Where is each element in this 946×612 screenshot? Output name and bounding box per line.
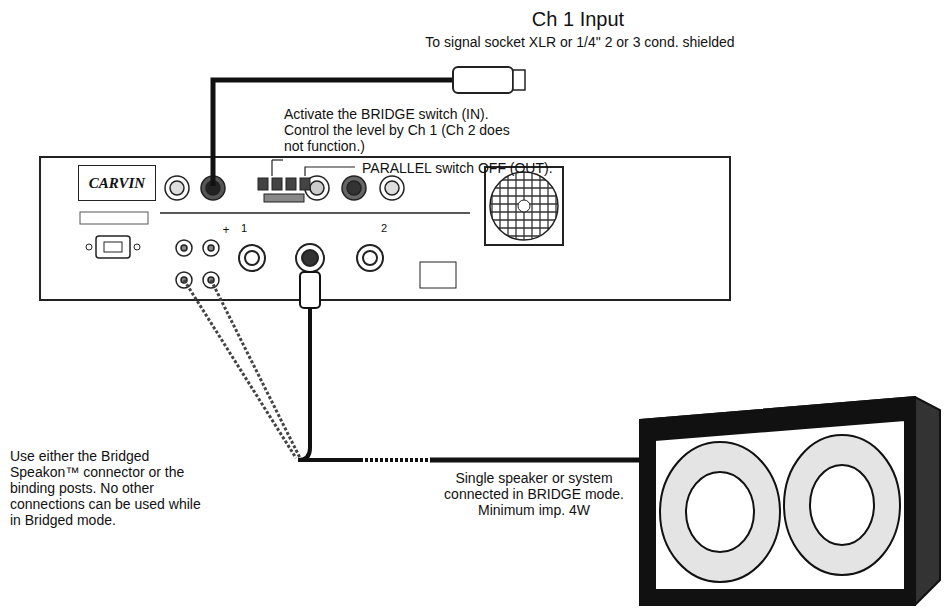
bridge-note: Activate the BRIDGE switch (IN). Control… (284, 106, 524, 154)
brand-logo: CARVIN (89, 175, 145, 192)
title: Ch 1 Input (440, 8, 716, 31)
input-note: To signal socket XLR or 1/4" 2 or 3 cond… (420, 34, 740, 50)
leader-lines (272, 160, 355, 176)
channel-number: 1 (238, 222, 250, 235)
output-note: Use either the Bridged Speakon™ connecto… (10, 448, 210, 528)
polarity-mark: + (220, 224, 232, 238)
channel-number: 2 (378, 222, 390, 235)
brand-badge: CARVIN (78, 165, 156, 201)
bridge-parallel-switches (258, 178, 310, 202)
speaker-note: Single speaker or system connected in BR… (430, 468, 638, 520)
parallel-note: PARALLEL switch OFF (OUT). (362, 160, 562, 176)
amplifier-panel (40, 157, 730, 300)
fan-grille (485, 167, 563, 245)
speakon-sockets (239, 244, 456, 288)
speaker-cables (184, 272, 640, 460)
speaker-cabinet (640, 397, 940, 605)
